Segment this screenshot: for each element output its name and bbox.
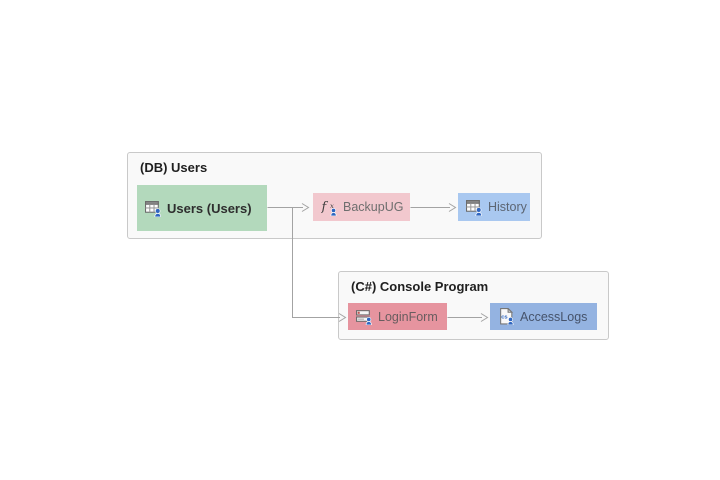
arrowhead-backupug: [301, 203, 310, 212]
arrowhead-loginform: [338, 313, 347, 322]
svg-text:cs: cs: [501, 315, 507, 321]
group-title-csharp-console-program: (C#) Console Program: [351, 279, 489, 294]
connection-users-loginform: [292, 207, 340, 318]
node-history[interactable]: History: [458, 193, 530, 221]
csharp-file-user-icon: cs: [500, 308, 514, 325]
table-user-icon: [466, 199, 483, 216]
node-label-backupug: BackupUG: [343, 200, 404, 214]
arrowhead-accesslogs: [480, 313, 489, 322]
node-label-history: History: [488, 200, 527, 214]
function-user-icon: ƒ x: [321, 200, 337, 216]
node-accesslogs[interactable]: cs AccessLogs: [490, 303, 597, 330]
svg-text:x: x: [330, 202, 334, 210]
node-label-loginform: LoginForm: [378, 309, 438, 324]
table-user-icon: [145, 200, 162, 217]
form-user-icon: [356, 310, 372, 325]
node-backupug[interactable]: ƒ x BackupUG: [313, 193, 410, 221]
node-users[interactable]: Users (Users): [137, 185, 267, 231]
arrowhead-history: [448, 203, 457, 212]
group-title-db-users: (DB) Users: [140, 160, 208, 175]
node-loginform[interactable]: LoginForm: [348, 303, 447, 330]
node-label-users: Users (Users): [167, 200, 252, 216]
node-label-accesslogs: AccessLogs: [520, 309, 588, 324]
svg-text:ƒ: ƒ: [321, 200, 329, 215]
